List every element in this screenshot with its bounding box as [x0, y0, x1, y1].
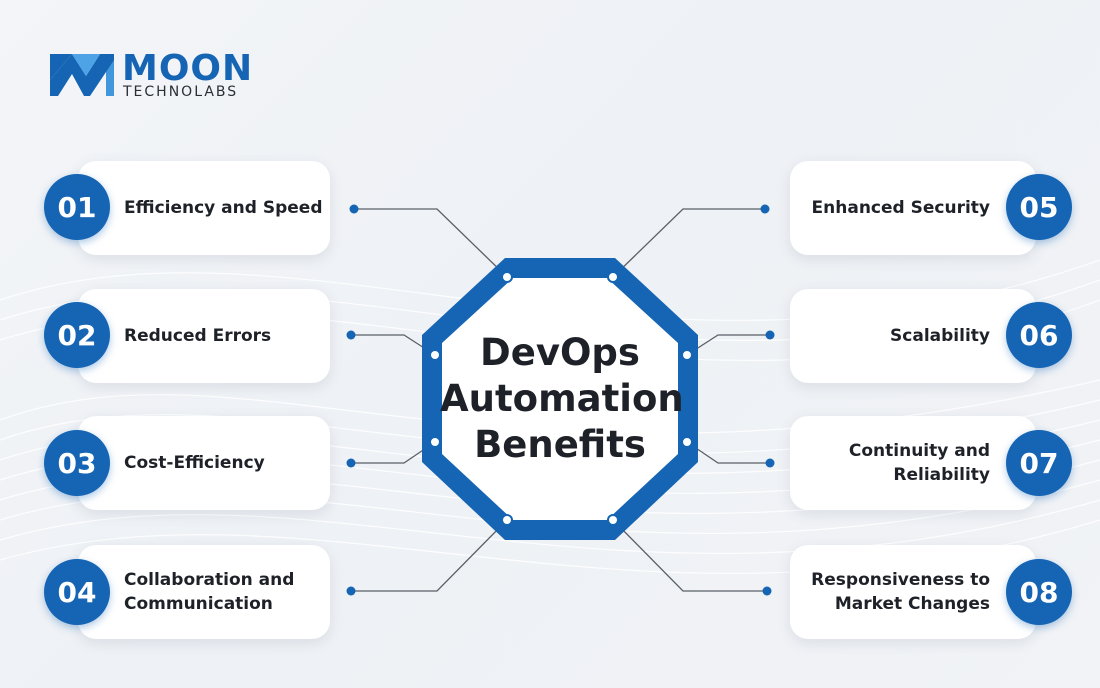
benefit-number-badge-01: 01 [44, 174, 110, 240]
connector-dot-05 [760, 204, 770, 214]
connector-dot-01 [349, 204, 359, 214]
benefit-number-badge-06: 06 [1006, 302, 1072, 368]
benefit-card-07: Continuity and Reliability [790, 416, 1036, 510]
ring-dot-05 [607, 271, 619, 283]
benefit-number-badge-08: 08 [1006, 559, 1072, 625]
ring-dot-06 [681, 349, 693, 361]
center-title-line-2: Automation [440, 377, 684, 420]
benefit-card-04: Collaboration and Communication [78, 545, 330, 639]
brand-subtitle: TECHNOLABS [123, 84, 239, 100]
benefit-number-badge-02: 02 [44, 302, 110, 368]
connector-dot-08 [762, 586, 772, 596]
connector-01 [354, 208, 508, 278]
benefit-card-02: Reduced Errors [78, 289, 330, 383]
center-title-line-3: Benefits [474, 423, 646, 466]
center-title: DevOps Automation Benefits [440, 330, 684, 468]
benefit-label-07: Continuity and Reliability [848, 441, 990, 485]
ring-dot-07 [681, 436, 693, 448]
benefit-label-03: Cost-Efficiency [124, 453, 265, 473]
ring-dot-04 [501, 514, 513, 526]
connector-dot-06 [765, 330, 775, 340]
connector-dot-07 [765, 458, 775, 468]
ring-dot-01 [501, 271, 513, 283]
benefit-label-01: Efficiency and Speed [124, 198, 323, 218]
benefit-number-badge-05: 05 [1006, 174, 1072, 240]
benefit-card-05: Enhanced Security [790, 161, 1036, 255]
ring-dot-02 [429, 349, 441, 361]
benefit-label-06: Scalability [890, 326, 990, 346]
benefit-number-badge-03: 03 [44, 430, 110, 496]
connector-dot-04 [346, 586, 356, 596]
benefit-card-06: Scalability [790, 289, 1036, 383]
ring-dot-08 [607, 514, 619, 526]
connector-05 [612, 208, 765, 278]
benefit-card-03: Cost-Efficiency [78, 416, 330, 510]
moon-technolabs-logo: MOON TECHNOLABS [50, 50, 310, 100]
octagon-inner [442, 278, 678, 520]
benefit-number-badge-04: 04 [44, 559, 110, 625]
benefit-label-04: Collaboration and Communication [124, 570, 295, 614]
benefit-label-08: Responsiveness to Market Changes [811, 570, 990, 614]
benefit-card-01: Efficiency and Speed [78, 161, 330, 255]
connector-04 [351, 519, 508, 592]
brand-name: MOON [122, 48, 254, 89]
ring-dot-03 [429, 436, 441, 448]
connector-dot-03 [346, 458, 356, 468]
logo-mark-icon [50, 54, 114, 96]
benefit-number-badge-07: 07 [1006, 430, 1072, 496]
center-title-line-1: DevOps [480, 331, 640, 374]
connector-08 [612, 519, 767, 592]
connector-dot-02 [346, 330, 356, 340]
benefit-card-08: Responsiveness to Market Changes [790, 545, 1036, 639]
benefit-label-05: Enhanced Security [811, 198, 990, 218]
benefit-label-02: Reduced Errors [124, 326, 272, 346]
